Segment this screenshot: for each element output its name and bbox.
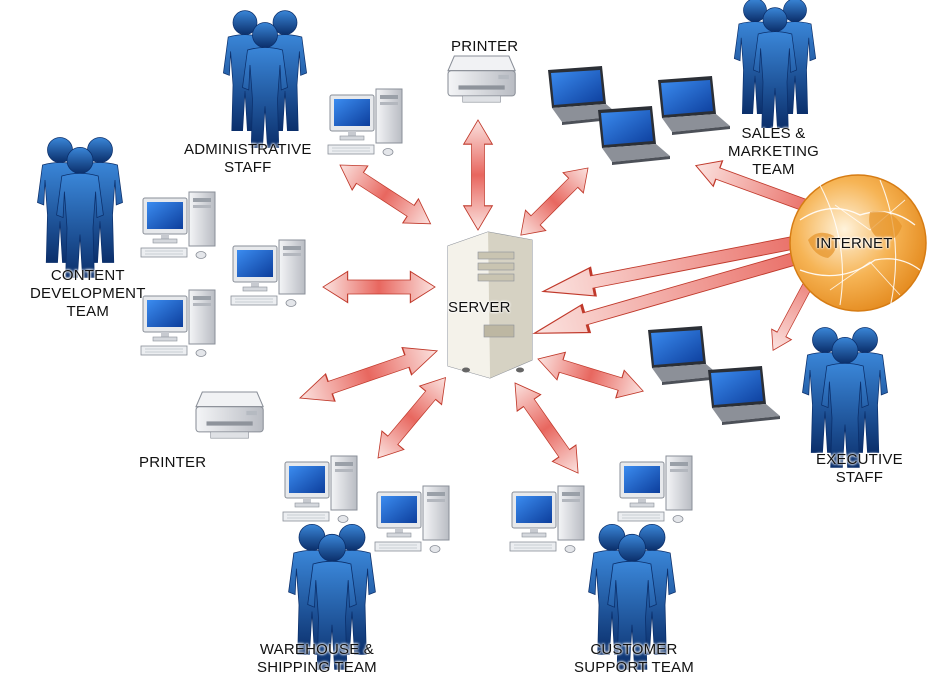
people-group-icon-sales	[733, 0, 817, 129]
label-printer-top: PRINTER	[451, 38, 519, 55]
desktop-computer-icon-customer-1	[509, 485, 585, 553]
printer-icon-left	[195, 391, 264, 439]
label-server: SERVER	[448, 299, 511, 316]
people-group-icon-content	[36, 136, 124, 279]
arrow-printer-server	[463, 119, 493, 231]
people-group-icon-admin	[222, 9, 308, 149]
laptop-icon-sales-2	[658, 76, 730, 135]
desktop-computer-icon-warehouse-2	[374, 485, 450, 553]
desktop-computer-icon-content-3	[140, 289, 216, 357]
arrow-admin-server	[331, 152, 439, 237]
label-internet: INTERNET	[816, 235, 893, 252]
printer-icon-top	[447, 55, 516, 103]
desktop-computer-icon-warehouse-1	[282, 455, 358, 523]
desktop-computer-icon-content-2	[230, 239, 306, 307]
desktop-computer-icon-customer-2	[617, 455, 693, 523]
laptop-icon-executive-2	[708, 366, 780, 425]
server-tower-icon	[447, 231, 533, 379]
arrow-executive-server	[533, 344, 648, 406]
arrow-content-server	[322, 270, 436, 304]
arrow-customer-server	[502, 374, 591, 482]
label-warehouse-shipping-team: WAREHOUSE &SHIPPING TEAM	[257, 641, 377, 676]
internet-globe-icon	[789, 174, 927, 312]
people-group-icon-executive	[801, 326, 889, 469]
arrow-sales-server	[510, 157, 599, 246]
label-printer-left: PRINTER	[139, 454, 207, 471]
laptop-icon-sales-3	[598, 106, 670, 165]
desktop-computer-icon-admin	[327, 88, 403, 156]
arrow-warehouse-server	[366, 367, 457, 468]
desktop-computer-icon-content-1	[140, 191, 216, 259]
